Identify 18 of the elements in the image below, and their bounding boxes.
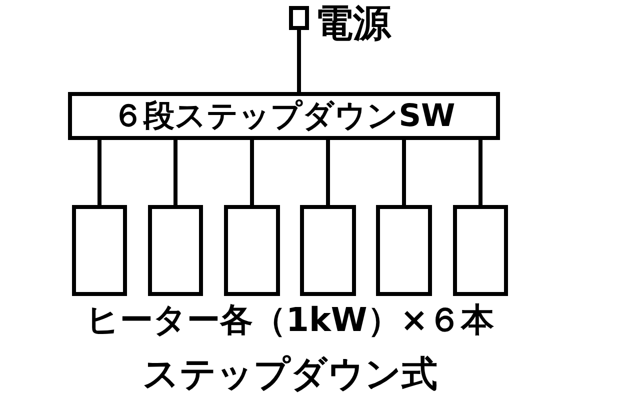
connector-line <box>478 140 482 205</box>
heater-note: ヒーター各（1kW）×６本 <box>86 299 494 341</box>
connector-line <box>250 140 254 205</box>
connector-line <box>174 140 178 205</box>
method-label: ステップダウン式 <box>142 353 438 397</box>
heater-box <box>72 205 127 296</box>
heater-box <box>300 205 356 296</box>
heater-box <box>148 205 203 296</box>
connector-line <box>98 140 102 205</box>
heater-box <box>224 205 280 296</box>
terminal-box <box>289 6 309 30</box>
heater-box <box>453 205 508 296</box>
heater-box <box>376 205 432 296</box>
power-label: 電源 <box>315 0 391 47</box>
switch-box: ６段ステップダウンSW <box>68 92 500 140</box>
connector-line <box>402 140 406 205</box>
connector-line <box>297 30 301 92</box>
connector-line <box>326 140 330 205</box>
